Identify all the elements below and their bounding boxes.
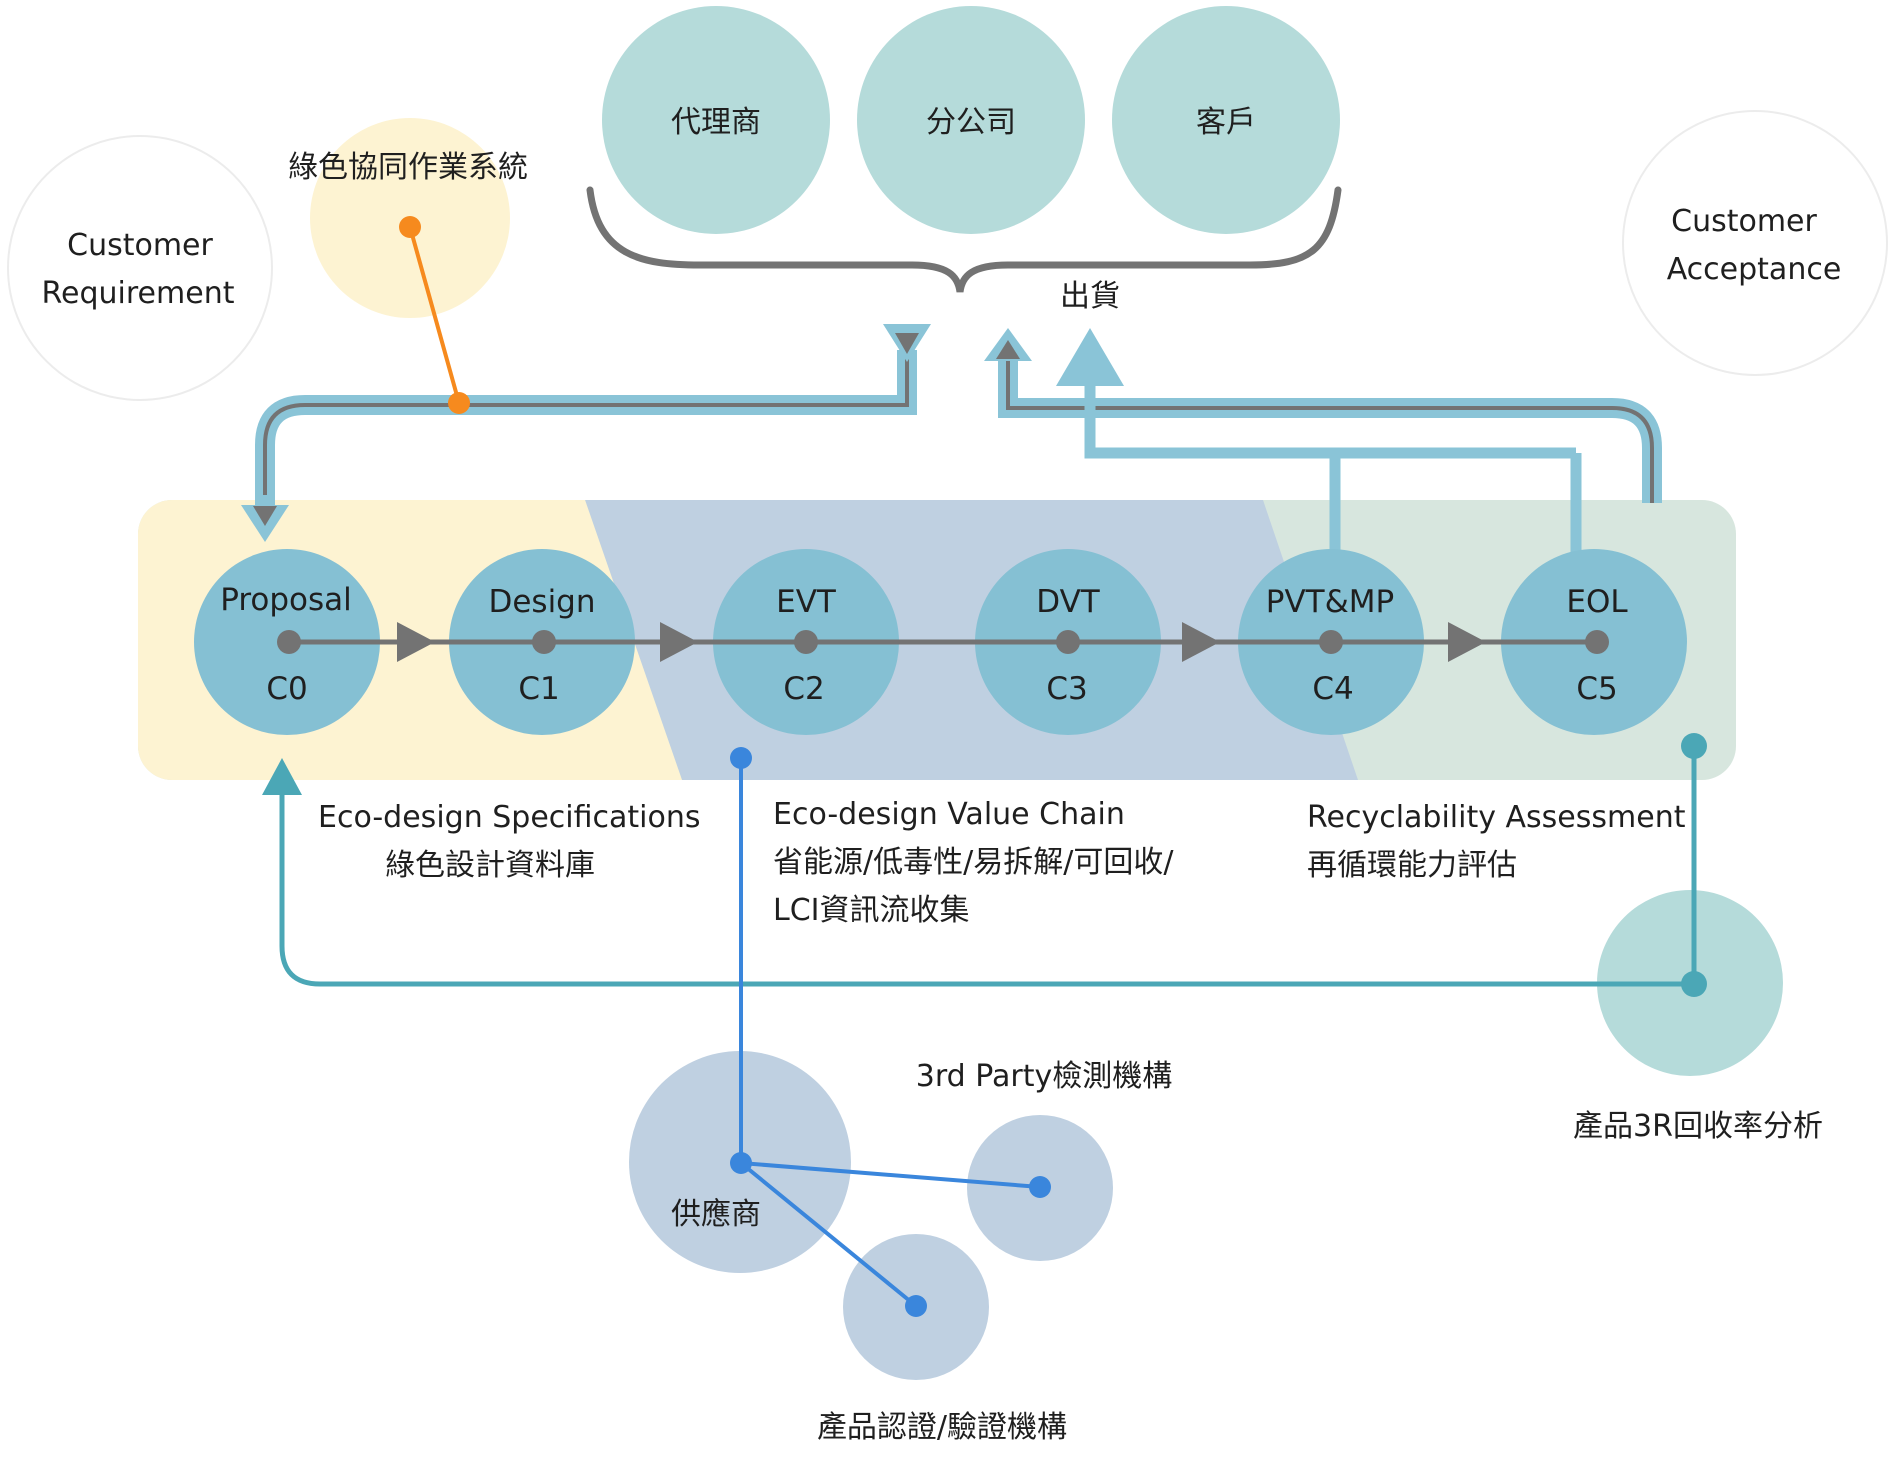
stage-name-proposal: Proposal <box>220 582 352 618</box>
channel-circle-customer <box>1112 6 1340 234</box>
recycle-analysis-label: 產品3R回收率分析 <box>1573 1109 1823 1144</box>
supplier-link-third-party <box>740 1161 1041 1189</box>
recycle-feedback-line <box>279 746 1697 987</box>
stage-code-c2: C2 <box>783 671 824 707</box>
requirement-flow-gray <box>263 350 909 495</box>
customer-requirement-line2: Requirement <box>42 276 235 311</box>
stage-name-pvt-mp: PVT&MP <box>1266 584 1394 620</box>
specifications-subtitle: 綠色設計資料庫 <box>385 848 595 883</box>
timeline-dot-c1 <box>532 630 556 654</box>
channel-circle-branch <box>857 6 1085 234</box>
timeline-arrow-2 <box>660 622 698 662</box>
timeline-arrow-3 <box>1182 622 1220 662</box>
acceptance-arrow-inner <box>996 340 1020 359</box>
stage-name-design: Design <box>488 584 595 620</box>
third-party-dot <box>1029 1176 1051 1198</box>
channel-branch-label: 分公司 <box>926 105 1016 140</box>
collab-connector-line <box>408 226 461 404</box>
recycle-feedback-dot-bottom <box>1681 971 1707 997</box>
timeline-arrow-4 <box>1448 622 1486 662</box>
shipment-arrow <box>1056 328 1124 386</box>
supplier-network: 供應商 3rd Party檢測機構 產品認證/驗證機構 <box>629 747 1172 1445</box>
collab-connector-dot-bottom <box>448 392 470 414</box>
channels: 代理商 分公司 客戶 <box>602 6 1340 234</box>
stage-name-dvt: DVT <box>1036 584 1101 620</box>
value-chain-title: Eco-design Value Chain <box>773 797 1125 832</box>
specifications-title: Eco-design Specifications <box>318 800 701 835</box>
requirement-bottom-arrow-inner <box>253 506 277 526</box>
requirement-top-arrow-inner <box>895 333 919 354</box>
customer-acceptance-line2: Acceptance <box>1667 252 1842 287</box>
value-chain-line3: LCI資訊流收集 <box>773 893 970 928</box>
customer-acceptance: Customer Acceptance <box>1622 110 1888 376</box>
certification-label: 產品認證/驗證機構 <box>817 1410 1067 1445</box>
certification-dot <box>905 1295 927 1317</box>
timeline-dot-c3 <box>1056 630 1080 654</box>
supplier-link-dot-top <box>730 747 752 769</box>
timeline-dots <box>277 630 1609 654</box>
timeline-arrows <box>397 622 1486 662</box>
stage-labels: Proposal Design EVT DVT PVT&MP EOL C0 C1… <box>220 582 1628 707</box>
customer-requirement-line1: Customer <box>67 228 213 263</box>
channel-customer-label: 客戶 <box>1196 105 1256 140</box>
recyclability-title: Recyclability Assessment <box>1307 800 1686 835</box>
acceptance-flow-gray <box>1006 360 1654 503</box>
stage-code-c0: C0 <box>266 671 307 707</box>
stage-code-c3: C3 <box>1046 671 1087 707</box>
customer-acceptance-line1: Customer <box>1671 204 1817 239</box>
timeline-dot-c4 <box>1319 630 1343 654</box>
stage-name-eol: EOL <box>1566 584 1628 620</box>
third-party-label: 3rd Party檢測機構 <box>916 1059 1172 1094</box>
customer-requirement: Customer Requirement <box>7 135 273 401</box>
timeline-arrow-1 <box>397 622 435 662</box>
channel-circle-agent <box>602 6 830 234</box>
recyclability-subtitle: 再循環能力評估 <box>1307 848 1517 883</box>
recycle-feedback-arrow <box>262 758 302 795</box>
requirement-flow-blue <box>255 350 917 505</box>
value-chain-line2: 省能源/低毒性/易拆解/可回收/ <box>773 845 1174 880</box>
stage-code-c1: C1 <box>518 671 559 707</box>
supplier-label: 供應商 <box>671 1197 761 1232</box>
stage-name-evt: EVT <box>776 584 837 620</box>
zone-captions: Eco-design Specifications 綠色設計資料庫 Eco-de… <box>318 797 1686 928</box>
timeline-dot-c2 <box>794 630 818 654</box>
recycle-feedback-dot-top <box>1681 733 1707 759</box>
supplier-link-certification <box>739 1161 918 1308</box>
supplier-link-dot-hub <box>730 1152 752 1174</box>
shipment-brace <box>586 186 1342 293</box>
timeline-dot-c0 <box>277 630 301 654</box>
timeline-dot-c5 <box>1585 630 1609 654</box>
stage-code-c4: C4 <box>1312 671 1353 707</box>
stage-code-c5: C5 <box>1576 671 1617 707</box>
green-collab-system-label: 綠色協同作業系統 <box>288 150 528 185</box>
channel-agent-label: 代理商 <box>671 105 761 140</box>
collab-connector-dot-top <box>399 216 421 238</box>
shipment-label: 出貨 <box>1060 279 1120 314</box>
shipment-flow-merge <box>1084 380 1576 459</box>
